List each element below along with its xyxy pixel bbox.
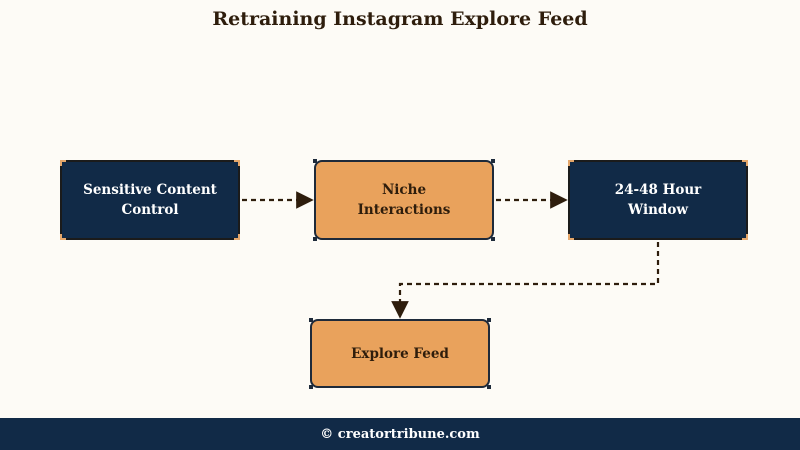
corner-handle bbox=[309, 318, 313, 322]
corner-accent bbox=[568, 234, 574, 240]
node-sensitive-content-control: Sensitive Content Control bbox=[60, 160, 240, 240]
corner-accent bbox=[568, 160, 574, 166]
corner-handle bbox=[487, 385, 491, 389]
corner-accent bbox=[234, 234, 240, 240]
corner-accent bbox=[234, 160, 240, 166]
corner-handle bbox=[491, 159, 495, 163]
node-24-48-hour-window: 24-48 Hour Window bbox=[568, 160, 748, 240]
corner-handle bbox=[313, 159, 317, 163]
corner-handle bbox=[487, 318, 491, 322]
node-niche-interactions: Niche Interactions bbox=[313, 159, 495, 241]
corner-handle bbox=[491, 237, 495, 241]
corner-handle bbox=[313, 237, 317, 241]
corner-accent bbox=[60, 234, 66, 240]
node-explore-feed: Explore Feed bbox=[309, 318, 491, 389]
node-label: Sensitive Content Control bbox=[83, 182, 217, 218]
arrow-window-to-explore bbox=[391, 242, 660, 319]
footer-credit: © creatortribune.com bbox=[320, 426, 480, 442]
corner-accent bbox=[742, 234, 748, 240]
corner-accent bbox=[60, 160, 66, 166]
corner-accent bbox=[742, 160, 748, 166]
node-label: Niche Interactions bbox=[357, 182, 451, 218]
footer-bar: © creatortribune.com bbox=[0, 418, 800, 450]
node-label: 24-48 Hour Window bbox=[614, 182, 702, 218]
corner-handle bbox=[309, 385, 313, 389]
diagram-title: Retraining Instagram Explore Feed bbox=[212, 8, 588, 30]
node-label: Explore Feed bbox=[351, 345, 449, 362]
